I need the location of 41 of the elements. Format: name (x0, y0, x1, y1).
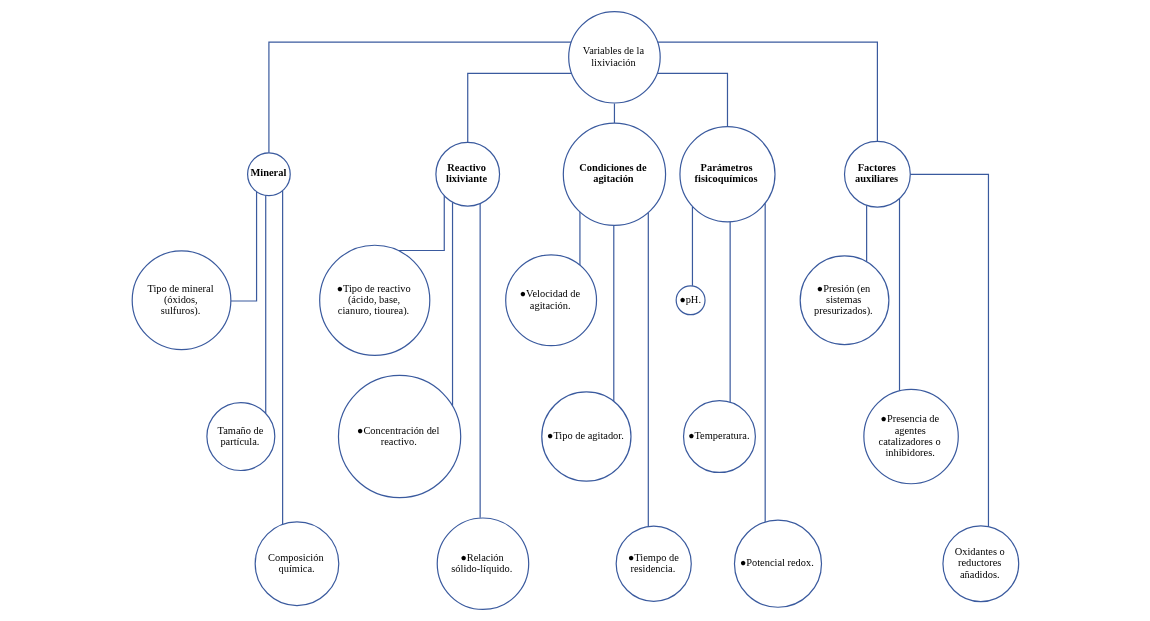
node-circle: Reactivo lixiviante (434, 141, 500, 207)
connector (764, 202, 766, 523)
node-circle: ●Presencia de agentes catalizadores o inhibidores. (862, 388, 959, 485)
connector (264, 194, 266, 414)
node-circle: Variables de la lixiviación (567, 10, 661, 104)
connector (729, 221, 731, 403)
node-circle: ●pH. (675, 285, 706, 316)
connector (865, 204, 867, 263)
node-circle: Parámetros fisicoquímicos (678, 126, 776, 223)
node-circle: Composición química. (254, 521, 339, 607)
node-circle: ●Relación sólido-líquido. (436, 517, 529, 611)
connector (898, 198, 900, 392)
connector (656, 41, 878, 142)
connector (656, 72, 728, 128)
node-circle: ●Potencial redox. (733, 519, 822, 608)
connector (281, 190, 283, 525)
connector (451, 201, 453, 407)
node-circle: ●Tipo de reactivo (ácido, base, cianuro, tiourea). (318, 244, 430, 356)
node-circle: ●Temperatura. (682, 400, 756, 474)
connector (612, 224, 614, 402)
node-circle: ●Tiempo de residencia. (615, 525, 692, 602)
node-circle: ●Concentración del reactivo. (337, 374, 461, 499)
node-circle: ●Presión (en sistemas presurizados). (799, 255, 889, 346)
node-circle: Factores auxiliares (843, 140, 911, 208)
connector (613, 102, 615, 124)
connector (229, 191, 257, 302)
connector (479, 202, 481, 519)
connector (647, 212, 649, 528)
node-circle: Condiciones de agitación (562, 122, 666, 226)
node-circle: Oxidantes o reductores añadidos. (941, 525, 1019, 603)
connector (466, 72, 572, 143)
connector (909, 173, 989, 527)
connector (267, 41, 572, 154)
node-circle: Tamaño de partícula. (205, 402, 275, 472)
node-circle: ●Tipo de agitador. (540, 391, 632, 482)
node-circle: Mineral (246, 152, 291, 197)
connector (691, 206, 693, 287)
connector (397, 195, 445, 252)
node-circle: Tipo de mineral (óxidos, sulfuros). (131, 250, 231, 351)
connector (578, 211, 581, 266)
node-circle: ●Velocidad de agitación. (504, 254, 597, 347)
